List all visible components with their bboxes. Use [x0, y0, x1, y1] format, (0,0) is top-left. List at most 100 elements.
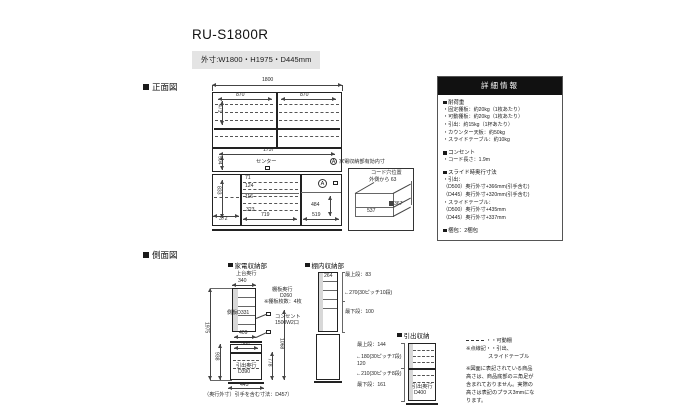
shelf-storage-back — [319, 273, 323, 331]
detail-group-heading: 耐荷重 — [443, 99, 557, 107]
dim-drawer-depth-2: D400 — [414, 390, 427, 396]
label-outlet-2: 1500W2口 — [275, 320, 299, 326]
side-shelf — [238, 297, 255, 298]
dim-tick — [212, 85, 213, 91]
cord-persp-line — [411, 181, 412, 205]
detail-panel-body: 耐荷重 ・固定棚板：約20kg（1枚あたり） ・可動棚板：約20kg（1枚あたり… — [438, 95, 562, 240]
detail-group-slide: スライド時奥行寸法 ・引出： （D500）奥行外寸+366mm(引手含む) （D… — [443, 169, 557, 223]
dim-1068: 1068 — [278, 338, 285, 350]
dim-line-upper-right-width — [281, 97, 336, 101]
front-shelf-line — [215, 136, 273, 137]
legend-row-slide: スライドテーブル — [466, 353, 566, 361]
footnote-height: ※図面に表記されている商品 高さは、商品底部の三角足が 含まれておりません。実際… — [466, 366, 535, 405]
dim-right-cell-width: 519 — [312, 212, 321, 218]
drawer-storage-base — [406, 403, 438, 405]
bullet-square-icon — [443, 100, 447, 105]
outlet-icon-right — [333, 181, 338, 185]
drawer-line — [413, 356, 434, 357]
drawer-dim-tick — [401, 368, 405, 369]
dim-line-778 — [270, 352, 274, 380]
detail-heading-text: 梱包：2梱包 — [448, 227, 479, 234]
section-heading-side-view: 側面図 — [143, 249, 178, 261]
cord-persp-line — [355, 193, 356, 217]
detail-item: ・スライドテーブル： — [443, 199, 494, 206]
dim-line-drawer-width — [243, 217, 297, 221]
legend-row-adjustable: ・・可動棚 — [466, 337, 566, 345]
shelf-storage-lower — [316, 334, 340, 380]
note-shelf-count: ※棚板枚数：4枚 — [264, 299, 302, 305]
dim-shelf-bottom: 最下段：100 — [345, 309, 374, 315]
cord-detail-title-2: 外側から 63 — [369, 177, 397, 183]
label-drawer-depth: 引出奥行 — [236, 363, 257, 369]
bullet-square-icon — [228, 262, 233, 268]
label-side-panel-depth: 側板D331 — [227, 310, 250, 316]
dim-right-cell-height: 484 — [311, 202, 320, 208]
dim-tick — [342, 85, 343, 91]
detail-item: （D445）奥行外寸+320mm(引手含む) — [443, 191, 530, 198]
shelf-line — [323, 290, 337, 291]
detail-heading-text: スライド時奥行寸法 — [448, 169, 497, 176]
drawer-line — [413, 362, 434, 363]
dim-lower-height: 833 — [215, 186, 222, 195]
front-drawer-line — [243, 196, 298, 197]
side-counter-top — [230, 341, 262, 343]
dim-ext-line — [210, 288, 232, 289]
dim-drawer-top: 最上段：144 — [357, 342, 386, 348]
side-upper-body — [232, 288, 256, 332]
side-drawer-line — [233, 360, 259, 361]
callout-a-caption: A 家電収納部有効内寸 — [330, 158, 385, 165]
label-upper-depth: 上台奥行 — [236, 271, 257, 277]
dim-drawer-bottom: 最下段：161 — [357, 382, 386, 388]
dim-base-depth: 445 — [240, 382, 249, 388]
dim-line-left-cell-width — [213, 214, 239, 218]
subheading-text: 棚内収納部 — [311, 263, 345, 270]
drawer-dim-bracket — [404, 343, 405, 401]
side-shelf — [238, 324, 255, 325]
front-shelf-line — [279, 120, 339, 121]
dim-drawer-mid: 120 — [357, 361, 366, 367]
side-lower-body — [230, 344, 262, 380]
detail-item: （D500）奥行外寸+366mm(引手含む) — [443, 184, 530, 191]
callout-a-text: 家電収納部有効内寸 — [339, 159, 385, 165]
label-drawer-depth-2: 引出奥行 — [412, 384, 433, 390]
legend-text-1: ・・可動棚 — [486, 338, 512, 344]
detail-info-panel: 詳細情報 耐荷重 ・固定棚板：約20kg（1枚あたり） ・可動棚板：約20kg（… — [437, 76, 563, 241]
detail-item: ・引出：約15kg（1杯あたり） — [443, 121, 513, 128]
front-shelf-line — [215, 104, 273, 105]
dim-line-total-height — [208, 288, 212, 380]
dim-drawer-h3: 116 — [245, 194, 253, 200]
dim-counter-width: 1757 — [263, 147, 275, 153]
front-shelf-line — [215, 120, 273, 121]
cord-dim-b: 537 — [367, 208, 376, 214]
label-outlet-1: コンセント — [275, 314, 301, 320]
dim-line-counter-height — [220, 156, 224, 170]
drawer-line — [413, 375, 434, 376]
dim-counter-height: 504 — [216, 156, 223, 165]
bullet-square-icon — [443, 151, 447, 155]
label-center: センター — [256, 159, 277, 165]
front-lower-left-shelf — [214, 197, 239, 198]
dim-line-lower-height — [220, 180, 224, 218]
drawer-dim-tick — [401, 343, 405, 344]
cord-detail-box: コード穴位置 外側から 63 367 537 — [348, 168, 414, 231]
side-upper-backpanel — [233, 289, 238, 331]
dim-line-580 — [234, 346, 258, 350]
detail-item: （D500）奥行外寸+435mm — [443, 207, 506, 214]
dim-ext-line — [210, 380, 232, 381]
dim-drawer-pitch2: ←210(30ピッチ8段) — [356, 371, 402, 377]
bullet-square-icon — [143, 252, 149, 258]
dim-line-upper-left-width — [218, 97, 272, 101]
dim-left-cell-width: 372 — [219, 216, 228, 222]
front-lower-divider-1 — [240, 174, 242, 226]
dim-drawer-h2: 124 — [245, 183, 254, 189]
dim-upper-depth: 340 — [238, 278, 247, 284]
dim-line-base-depth — [228, 386, 264, 390]
dim-shelf-pitch: ←270(30ピッチ10段) — [344, 290, 393, 296]
bullet-square-icon — [397, 332, 402, 338]
dim-lower-height-side: 938 — [213, 352, 220, 361]
dim-drawer-depth: D390 — [238, 369, 251, 375]
shelf-dim-tick — [342, 332, 345, 333]
subheading-text: 家電収納部 — [234, 263, 268, 270]
side-drawer-line — [233, 368, 259, 369]
